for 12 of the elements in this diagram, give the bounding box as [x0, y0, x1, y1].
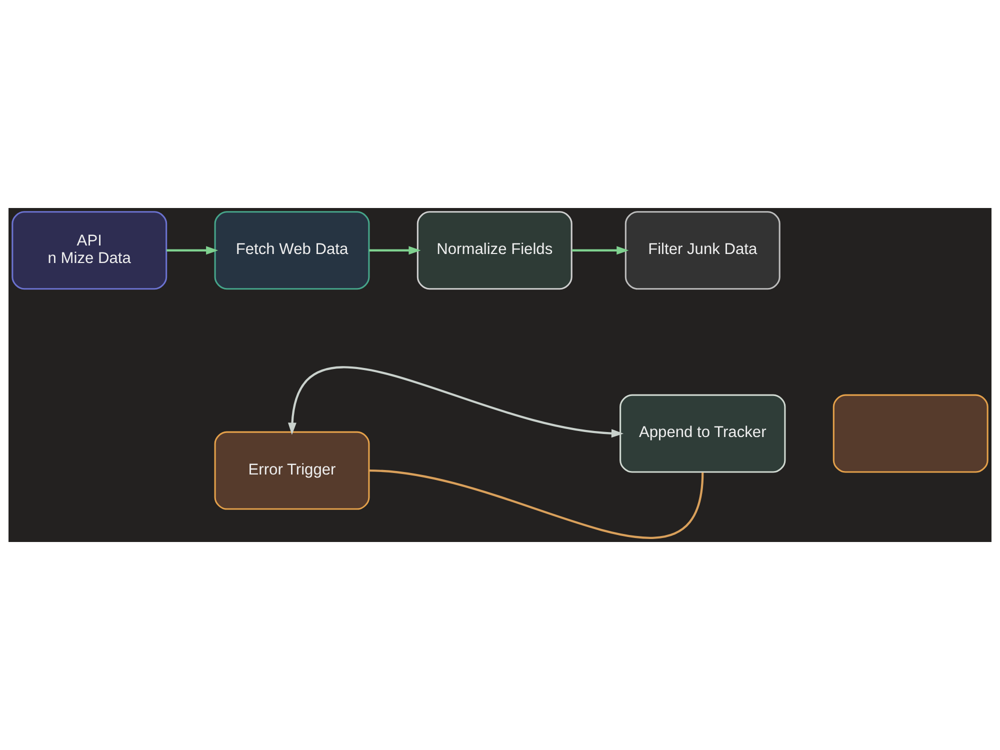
arrow: [288, 366, 624, 438]
node-box: Filter Junk Data: [624, 211, 780, 290]
node-box: Fetch Web Data: [214, 211, 370, 290]
node-box: API n Mize Data: [12, 211, 168, 290]
arrow: [572, 246, 629, 255]
node-box: Append to Tracker: [620, 394, 786, 473]
connector: [368, 469, 704, 539]
node-box: Normalize Fields: [416, 211, 572, 290]
node-box: Error Trigger: [214, 431, 370, 510]
arrow: [166, 246, 218, 255]
arrow: [369, 246, 421, 255]
node-box: [832, 394, 988, 473]
